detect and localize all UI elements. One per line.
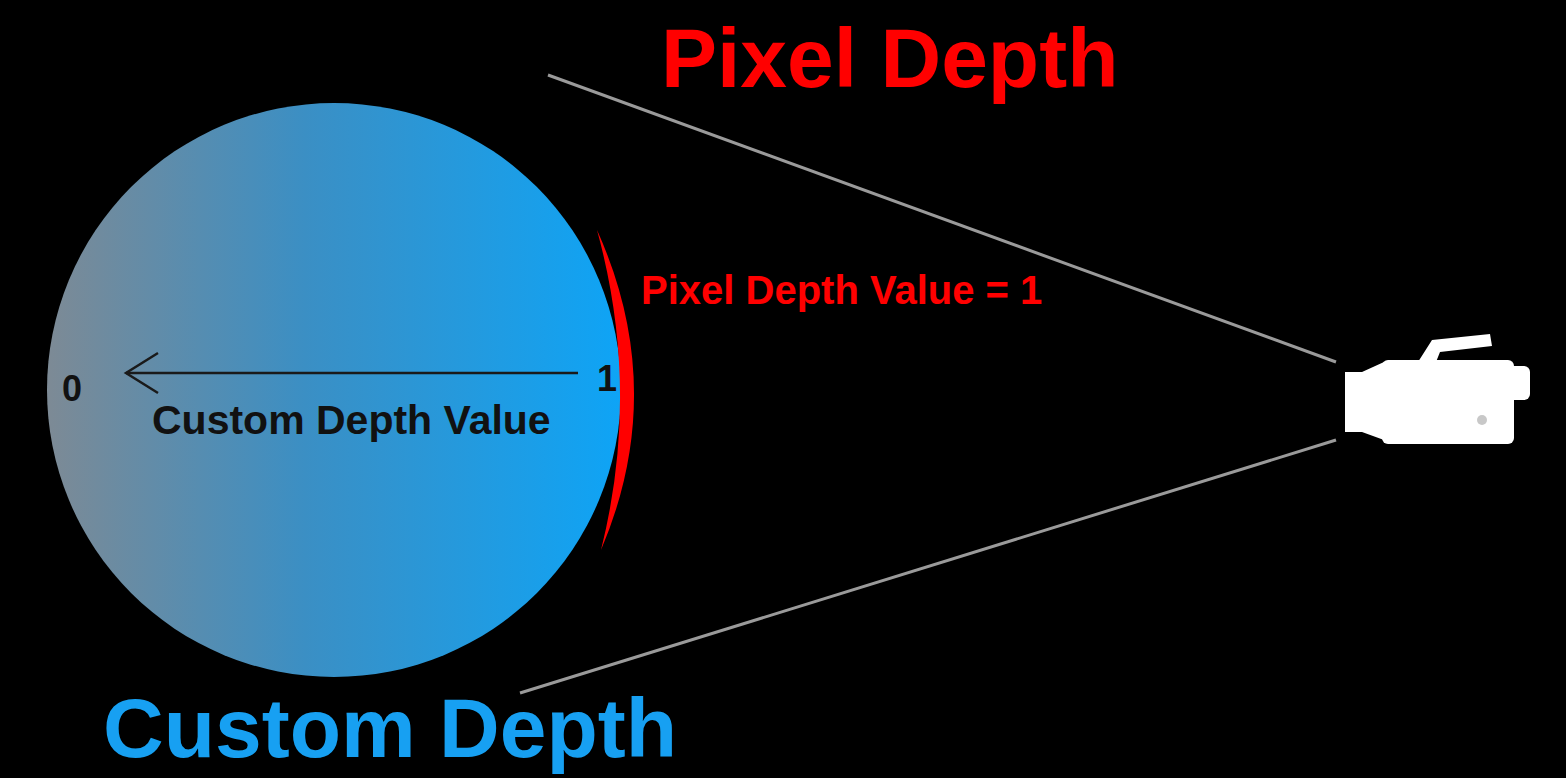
sphere-shape xyxy=(47,103,621,677)
title-label: Pixel Depth xyxy=(658,14,1121,102)
node-heading: Custom Depth xyxy=(103,686,677,770)
view-frustum-line xyxy=(520,440,1336,693)
arrow-head xyxy=(126,353,158,393)
camera-icon xyxy=(1345,334,1530,444)
pixel-depth-arc xyxy=(597,230,634,550)
value-label: Pixel Depth Value = 1 xyxy=(638,268,1045,312)
scale-max: 1 xyxy=(597,361,617,397)
scale-min: 0 xyxy=(62,371,82,407)
sphere-outline xyxy=(47,103,621,677)
depth-arrow xyxy=(126,372,578,375)
axis-label: Custom Depth Value xyxy=(152,400,551,441)
sphere-node: Custom Depth01Custom Depth Value xyxy=(47,103,621,677)
view-frustum-line xyxy=(548,75,1336,362)
